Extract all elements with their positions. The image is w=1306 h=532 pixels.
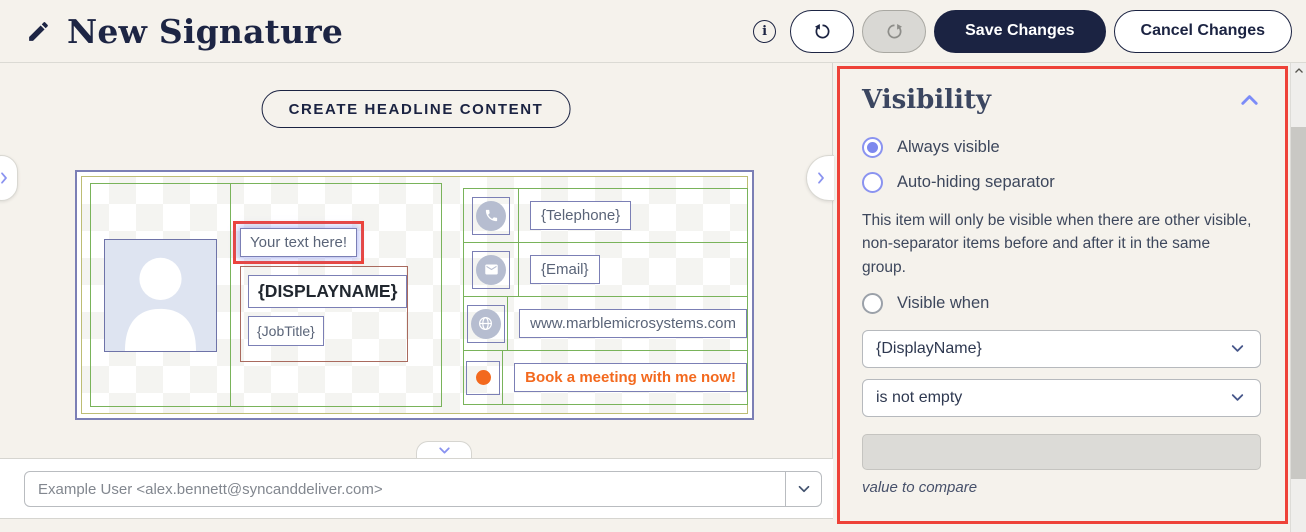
chevron-up-icon [1294,68,1303,73]
preview-user-bar: Example User <alex.bennett@syncanddelive… [0,458,833,518]
email-icon [476,254,506,285]
bottom-bar-collapse-tab[interactable] [416,441,472,458]
header: New Signature i Save Changes Cancel Chan… [0,0,1306,63]
option-visible-when[interactable]: Visible when [862,292,1261,314]
phone-icon-item[interactable] [472,196,510,235]
header-actions: i Save Changes Cancel Changes [753,9,1292,53]
editor-canvas: CREATE HEADLINE CONTENT [0,63,834,532]
redo-icon [887,23,902,38]
chevron-down-icon [1231,345,1244,353]
contact-row-email: {Email} [464,243,747,297]
page-title: New Signature [67,11,344,51]
compare-value-input [862,433,1261,470]
icon-cell [464,351,504,404]
chevron-down-icon [798,485,809,493]
text-cell: {Telephone} [519,189,747,242]
globe-icon-item[interactable] [466,304,505,343]
bottom-strip [0,518,833,532]
contact-block: {Telephone} {Email} [463,188,748,405]
contact-row-website: www.marblemicrosystems.com [464,297,747,351]
signature-preview: Your text here! {DISPLAYNAME} {JobTitle} [75,170,754,420]
text-cell: {Email} [519,243,747,296]
separator-description: This item will only be visible when ther… [862,212,1252,276]
avatar-cell[interactable] [91,184,231,406]
radio-unselected[interactable] [862,292,883,314]
panel-title-row: Visibility [862,85,1261,115]
radio-unselected[interactable] [862,172,883,193]
header-title-group: New Signature [26,12,343,51]
radio-label: Always visible [897,138,1000,156]
text-cell: www.marblemicrosystems.com [508,297,747,350]
orange-dot-item[interactable] [466,360,501,395]
email-icon-item[interactable] [472,250,510,289]
undo-icon [814,23,830,38]
operator-dropdown[interactable]: is not empty [862,378,1261,417]
email-item[interactable]: {Email} [530,255,600,284]
icon-cell [464,297,509,350]
left-panel-expander[interactable] [0,155,18,201]
compare-value-hint: value to compare [862,478,978,496]
globe-icon [470,308,501,339]
website-item[interactable]: www.marblemicrosystems.com [519,309,747,338]
job-title-item[interactable]: {JobTitle} [248,316,324,346]
dropdown-chevron[interactable] [785,472,821,506]
vertical-scrollbar[interactable] [1290,63,1306,532]
avatar-placeholder [104,238,217,352]
scrollbar-thumb[interactable] [1291,127,1306,479]
preview-user-selector[interactable]: Example User <alex.bennett@syncanddelive… [24,471,822,507]
field-dropdown[interactable]: {DisplayName} [862,329,1261,368]
cancel-changes-button[interactable]: Cancel Changes [1113,9,1292,53]
chevron-down-icon [1231,394,1244,402]
undo-button[interactable] [790,9,855,53]
icon-cell [464,243,519,296]
collapse-chevron-up-icon[interactable] [1238,89,1261,112]
radio-selected[interactable] [862,137,883,158]
radio-label: Visible when [897,293,990,312]
telephone-item[interactable]: {Telephone} [530,201,632,230]
panel-title: Visibility [862,85,992,115]
scroll-up-arrow[interactable] [1291,63,1306,79]
create-headline-content-button[interactable]: CREATE HEADLINE CONTENT [261,90,571,128]
info-icon[interactable]: i [753,19,777,43]
chevron-right-icon [1,172,7,184]
signature-preview-inner: Your text here! {DISPLAYNAME} {JobTitle} [81,176,748,414]
redo-button[interactable] [862,9,927,53]
identity-block: Your text here! {DISPLAYNAME} {JobTitle} [90,183,442,407]
operator-dropdown-value: is not empty [876,388,963,406]
book-meeting-item[interactable]: Book a meeting with me now! [514,363,747,392]
text-cell: Book a meeting with me now! [503,351,747,404]
save-changes-button[interactable]: Save Changes [934,9,1106,53]
visibility-panel: Visibility Always visible Auto-hiding se… [837,66,1288,524]
selected-item-outline[interactable]: Your text here! [233,221,365,264]
contact-row-meeting: Book a meeting with me now! [464,351,747,404]
option-always-visible[interactable]: Always visible [862,137,1261,158]
phone-icon [476,200,506,231]
preview-user-value: Example User <alex.bennett@syncanddelive… [38,480,383,498]
chevron-right-icon [817,172,824,184]
chevron-down-icon [438,446,450,454]
contact-row-telephone: {Telephone} [464,189,747,243]
display-name-item[interactable]: {DISPLAYNAME} [248,275,408,308]
option-auto-hiding-separator[interactable]: Auto-hiding separator [862,172,1261,193]
icon-cell [464,189,519,242]
radio-label: Auto-hiding separator [897,173,1055,191]
name-group-box[interactable]: {DISPLAYNAME} {JobTitle} [240,266,408,362]
text-stack-cell: Your text here! {DISPLAYNAME} {JobTitle} [231,184,441,406]
orange-dot-icon [475,370,491,385]
edit-pencil-icon[interactable] [26,18,52,44]
text-placeholder-item[interactable]: Your text here! [240,228,358,257]
field-dropdown-value: {DisplayName} [876,339,982,357]
person-silhouette-icon [124,257,197,351]
right-panel-expander[interactable] [806,155,834,201]
